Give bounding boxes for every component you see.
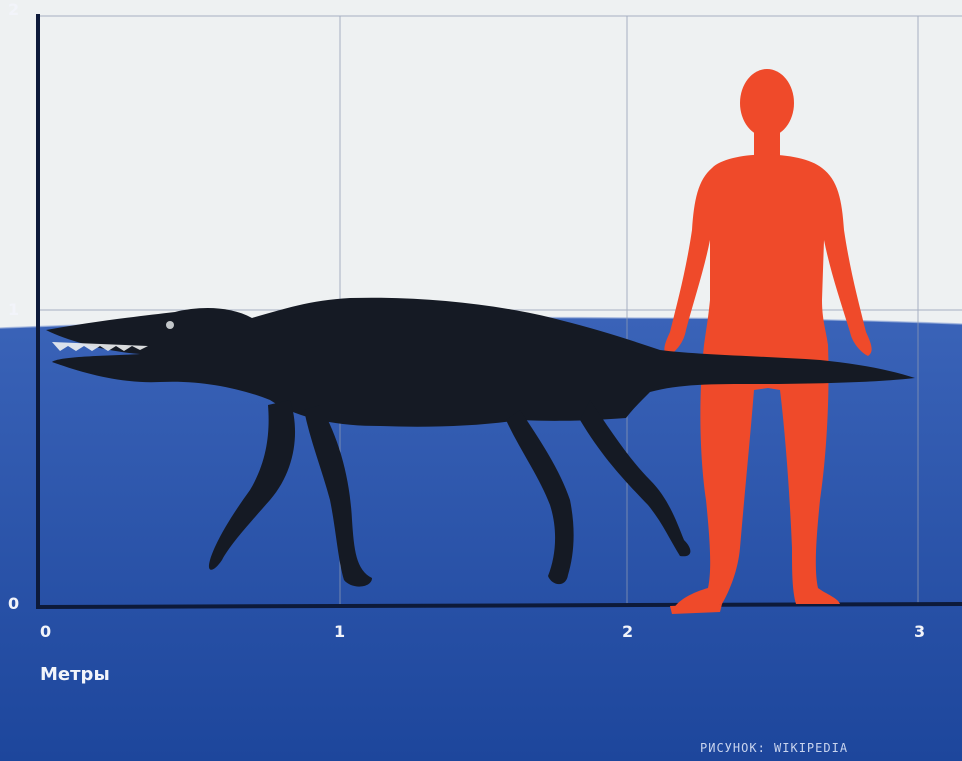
image-credit: РИСУНОК: WIKIPEDIA	[700, 742, 848, 754]
x-tick-label-2: 2	[622, 624, 633, 640]
x-tick-label-0: 0	[40, 624, 51, 640]
x-tick-label-1: 1	[334, 624, 345, 640]
y-tick-label-0: 0	[8, 596, 19, 612]
y-tick-label-1: 1	[8, 302, 19, 318]
y-tick-label-2: 2	[8, 2, 19, 18]
x-tick-label-3: 3	[914, 624, 925, 640]
x-axis-unit-label: Метры	[40, 666, 110, 684]
